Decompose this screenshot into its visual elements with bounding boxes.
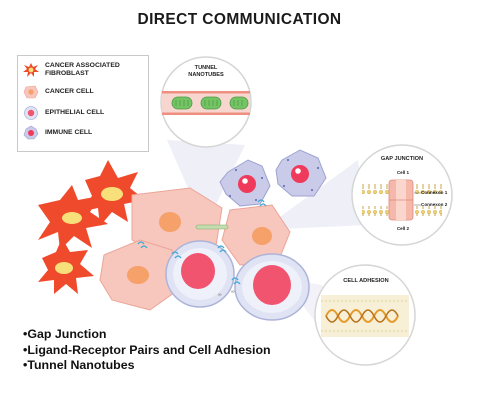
epithelial-cell-1 xyxy=(165,240,235,308)
gap-junction-cell2-label: Cell 2 xyxy=(396,226,410,231)
legend-item-cancer-cell: CANCER CELL xyxy=(20,84,137,100)
cell-adhesion-zoom-bubble xyxy=(314,264,416,366)
cancer-cell-icon xyxy=(20,84,42,100)
connexon-2-label: Connexon 2 xyxy=(421,202,448,207)
adhesion-strand-2 xyxy=(325,309,399,323)
cancer-cell-3 xyxy=(221,204,291,266)
fibroblast-cell-2 xyxy=(80,160,145,226)
immune-cell-icon xyxy=(20,125,42,141)
epithelial-cell-2 xyxy=(234,253,310,321)
nanotube-zoom-wedge xyxy=(167,140,245,227)
tissue-nanotube xyxy=(195,224,229,230)
svg-text:∞: ∞ xyxy=(231,289,235,295)
gap-junction-markers xyxy=(137,199,267,285)
connexon-1-label: Connexon 1 xyxy=(421,190,448,195)
gap-junction-cell1-label: Cell 1 xyxy=(396,170,410,175)
mechanism-item-nanotubes: •Tunnel Nanotubes xyxy=(23,358,135,372)
cell-adhesion-zoom-title: CELL ADHESION xyxy=(343,278,389,284)
mechanism-item-ligand-receptor: •Ligand-Receptor Pairs and Cell Adhesion xyxy=(23,342,271,357)
nanotube-zoom-title: TUNNEL NANOTUBES xyxy=(188,65,224,78)
legend-box: CANCER ASSOCIATED FIBROBLAST CANCER CELL… xyxy=(17,55,149,152)
mechanism-item-gap-junction: •Gap Junction xyxy=(23,327,107,341)
epithelial-cell-icon xyxy=(20,105,42,121)
svg-text:∞: ∞ xyxy=(218,292,222,298)
immune-cell-1 xyxy=(219,159,271,207)
legend-item-epithelial-cell: EPITHELIAL CELL xyxy=(20,105,137,121)
gap-junction-zoom-title: GAP JUNCTION xyxy=(380,156,424,162)
mitochondria-icons xyxy=(171,96,249,110)
legend-item-fibroblast: CANCER ASSOCIATED FIBROBLAST xyxy=(20,62,137,78)
page-title: DIRECT COMMUNICATION xyxy=(137,11,342,28)
fibroblast-icon xyxy=(20,62,42,78)
gap-junction-zoom-bubble xyxy=(351,144,453,246)
fibroblast-cell-3 xyxy=(38,238,94,294)
cancer-cell-2 xyxy=(99,239,179,311)
immune-cell-2 xyxy=(275,149,327,197)
nanotube-zoom-bubble xyxy=(160,56,252,148)
legend-item-immune-cell: IMMUNE CELL xyxy=(20,125,137,141)
mechanism-list: •Gap Junction •Ligand-Receptor Pairs and… xyxy=(23,327,271,374)
